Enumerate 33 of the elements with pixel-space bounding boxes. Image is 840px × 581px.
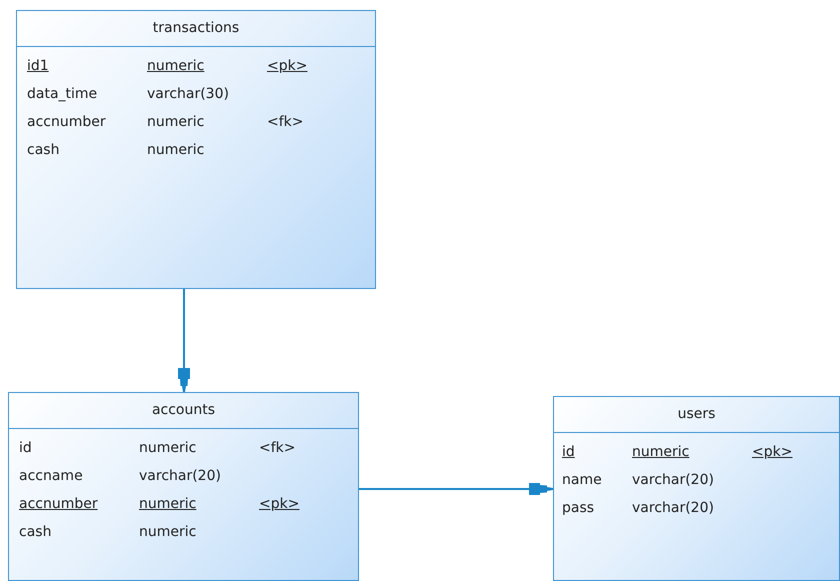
data-type: numeric — [147, 141, 204, 159]
column-name: accnumber — [19, 495, 98, 513]
column-name: cash — [19, 523, 52, 541]
data-type: varchar(20) — [632, 471, 714, 489]
data-type: varchar(30) — [147, 85, 229, 103]
key-marker: <fk> — [259, 439, 296, 457]
data-type: numeric — [139, 495, 196, 513]
column-name: id1 — [27, 57, 49, 75]
table-box — [16, 10, 376, 289]
data-type: numeric — [139, 439, 196, 457]
table-box — [8, 392, 359, 581]
data-type: varchar(20) — [632, 499, 714, 517]
column-name: id — [19, 439, 32, 457]
table-box — [553, 396, 840, 581]
table-title: users — [678, 406, 716, 422]
data-type: numeric — [147, 113, 204, 131]
column-name: name — [562, 471, 602, 489]
table-title: transactions — [152, 20, 240, 36]
key-marker: <pk> — [259, 495, 300, 513]
column-name: accname — [19, 467, 83, 485]
key-marker: <fk> — [267, 113, 304, 131]
column-name: id — [562, 443, 575, 461]
column-name: data_time — [27, 85, 98, 103]
table-title: accounts — [152, 402, 216, 418]
key-marker: <pk> — [267, 57, 308, 75]
data-type: numeric — [139, 523, 196, 541]
data-type: varchar(20) — [139, 467, 221, 485]
key-marker: <pk> — [752, 443, 792, 461]
column-name: cash — [27, 141, 60, 159]
column-name: accnumber — [27, 113, 106, 131]
data-type: numeric — [147, 57, 204, 75]
data-type: numeric — [632, 443, 690, 461]
column-name: pass — [562, 499, 594, 517]
